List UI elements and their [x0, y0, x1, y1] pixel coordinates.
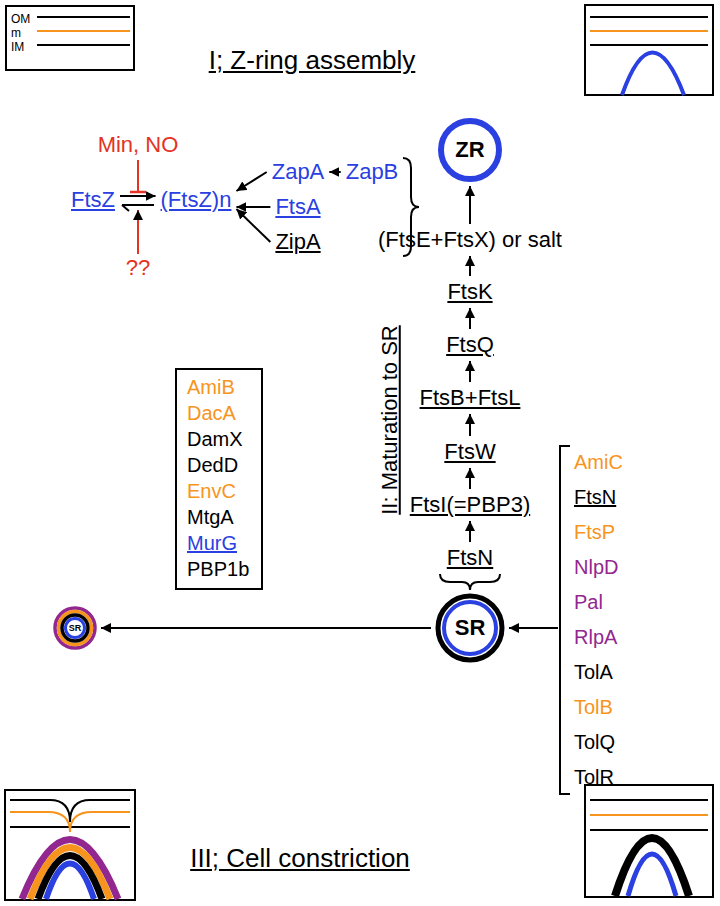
protein-name: FtsK [447, 279, 492, 305]
protein-name: TolB [574, 695, 613, 719]
protein-name: FtsQ [446, 332, 494, 358]
membrane-label: IM [11, 40, 133, 54]
pathway-arrow [469, 361, 471, 382]
pathway-arrow [120, 195, 156, 197]
pathway-arrow [469, 468, 471, 489]
stage-title: I; Z-ring assembly [209, 45, 416, 75]
protein-node: FtsN [445, 545, 495, 571]
ring-label: ZR [455, 139, 484, 161]
protein-name: PBP1b [187, 556, 249, 582]
zring-inset [585, 5, 713, 95]
protein-node: (FtsE+FtsX) or salt [376, 227, 564, 253]
reverse-harpoon [122, 205, 154, 211]
stage-title: III; Cell constriction [190, 843, 410, 873]
protein-name: FtsW [444, 439, 495, 465]
protein-name: MurG [187, 530, 249, 556]
protein-node: ZapA [270, 159, 327, 185]
ring-circle: SR [52, 605, 98, 651]
bracket-arrow [509, 627, 558, 629]
list-bracket [560, 446, 570, 794]
protein-name: FtsP [574, 520, 615, 544]
protein-node: FtsB+FtsL [418, 385, 523, 411]
protein-name: FtsI(=PBP3) [410, 492, 530, 518]
protein-name: FtsB+FtsL [420, 385, 521, 411]
pathway-arrow [101, 627, 431, 629]
protein-name: ZapB [346, 159, 399, 185]
membrane-label: OM [11, 12, 133, 26]
protein-name: DedD [187, 452, 249, 478]
pathway-arrow [329, 171, 340, 173]
regulator-label: ?? [126, 255, 150, 281]
pathway-arrow [236, 206, 270, 208]
protein-name: TolA [574, 660, 613, 684]
protein-name: Pal [574, 590, 603, 614]
pathway-arrow [469, 186, 471, 224]
curly-brace [440, 574, 500, 590]
protein-name: NlpD [574, 555, 618, 579]
protein-name: ZipA [275, 229, 320, 255]
ring-label: SR [69, 624, 82, 633]
pathway-arrow [469, 308, 471, 329]
promotion-arrow [137, 210, 139, 254]
inhibition-bar [130, 160, 146, 192]
protein-name: DamX [187, 426, 249, 452]
membrane-label: m [11, 26, 133, 40]
pathway-arrow [236, 209, 270, 242]
protein-name: MtgA [187, 504, 249, 530]
protein-node: FtsK [445, 279, 494, 305]
protein-name: TolQ [574, 730, 615, 754]
protein-name: RlpA [574, 625, 617, 649]
membrane-inset: OMmIM [5, 5, 135, 71]
constriction-inset [5, 790, 135, 900]
protein-node: (FtsZ)n [159, 187, 234, 213]
protein-name: (FtsZ)n [161, 187, 232, 213]
protein-box: AmiBDacADamXDedDEnvCMtgAMurGPBP1b [175, 368, 263, 590]
ring-label: SR [455, 617, 486, 639]
pathway-arrow [469, 256, 471, 276]
protein-name: AmiC [574, 450, 623, 474]
protein-node: FtsA [273, 194, 322, 220]
regulator-label: Min, NO [98, 132, 179, 158]
protein-node: FtsZ [69, 187, 117, 213]
protein-name: AmiB [187, 374, 249, 400]
protein-node: FtsI(=PBP3) [408, 492, 532, 518]
protein-name: FtsN [574, 485, 616, 509]
protein-name: FtsZ [71, 187, 115, 213]
protein-node: FtsW [442, 439, 497, 465]
protein-name: EnvC [187, 478, 249, 504]
protein-name: ZapA [272, 159, 325, 185]
ring-circle: ZR [437, 117, 503, 183]
protein-name: (FtsE+FtsX) or salt [378, 227, 562, 253]
stage-title: II: Maturation to SR [377, 325, 403, 515]
protein-name: TolR [574, 765, 614, 789]
pathway-arrow [469, 414, 471, 436]
protein-node: FtsQ [444, 332, 496, 358]
protein-name: FtsA [275, 194, 320, 220]
ring-circle: SR [434, 592, 506, 664]
protein-name: FtsN [447, 545, 493, 571]
protein-node: ZapB [344, 159, 401, 185]
pathway-arrow [236, 172, 266, 191]
septal-ring-inset [585, 785, 713, 897]
pathway-arrow [469, 521, 471, 542]
protein-name: DacA [187, 400, 249, 426]
protein-node: ZipA [273, 229, 322, 255]
